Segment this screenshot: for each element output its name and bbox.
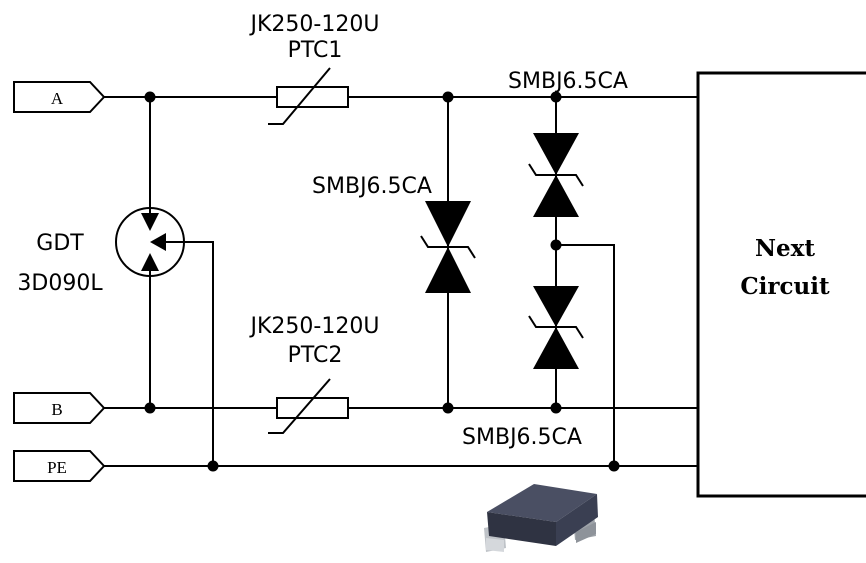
smb-package-image — [484, 484, 598, 552]
ptc1-ref-label: PTC1 — [288, 38, 343, 63]
ptc2-ref-label: PTC2 — [288, 343, 343, 368]
gdt-symbol — [115, 207, 185, 277]
ptc2-resistor — [268, 378, 349, 434]
tvs-diode-top — [528, 133, 584, 217]
ptc1-part-label: JK250-120U — [249, 12, 380, 37]
next-circuit-line1: Next — [755, 235, 815, 262]
next-circuit-box: Next Circuit — [696, 71, 866, 498]
port-b: B — [13, 392, 106, 424]
gdt-ref-label: GDT — [36, 231, 84, 256]
ptc2-part-label: JK250-120U — [249, 314, 380, 339]
tvs-diode-bottom — [528, 286, 584, 369]
ptc1-resistor — [268, 67, 349, 125]
next-circuit-line2: Circuit — [740, 273, 830, 300]
port-a-label: A — [51, 89, 64, 108]
port-pe: PE — [13, 450, 106, 482]
tvs-diode-middle — [420, 201, 476, 293]
port-b-label: B — [51, 400, 62, 419]
tvs-top-label: SMBJ6.5CA — [508, 69, 628, 94]
port-pe-label: PE — [47, 458, 67, 477]
gdt-part-label: 3D090L — [17, 271, 103, 296]
tvs-middle-label: SMBJ6.5CA — [312, 174, 432, 199]
tvs-bottom-label: SMBJ6.5CA — [462, 425, 582, 450]
junction-dots — [144, 91, 620, 472]
port-a: A — [13, 81, 106, 113]
wiring — [104, 96, 698, 467]
